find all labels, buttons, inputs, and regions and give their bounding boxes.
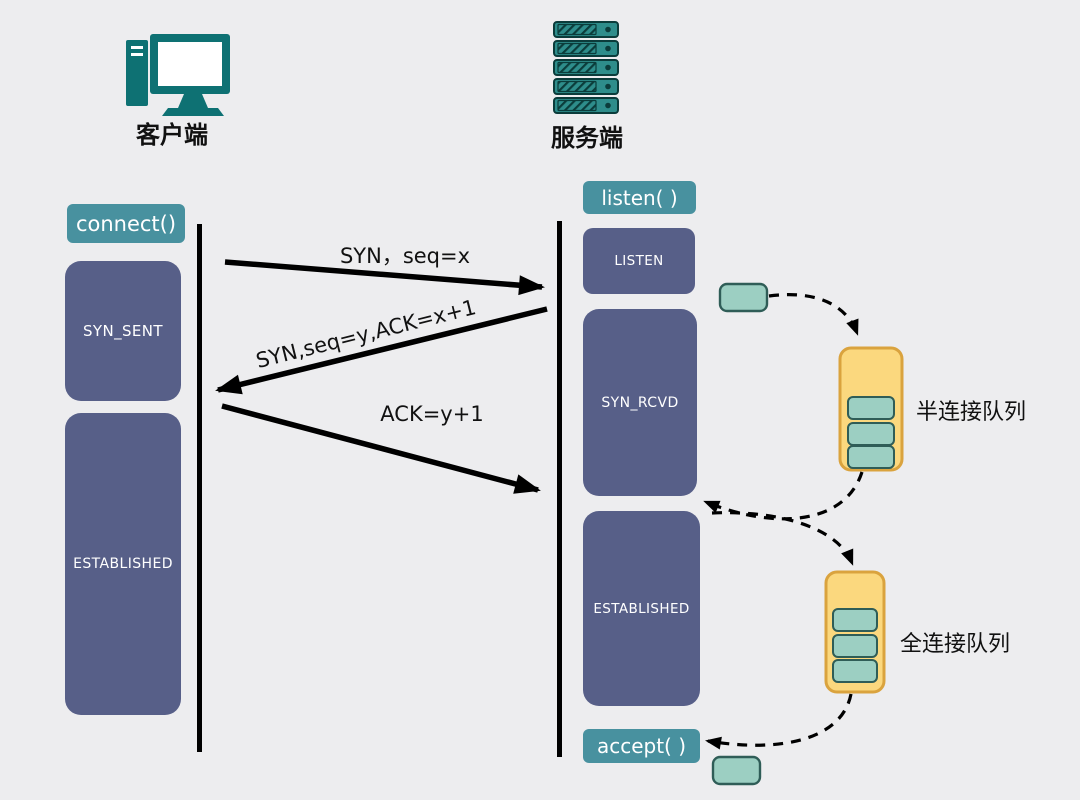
client-state-established: ESTABLISHED: [65, 413, 181, 715]
from-syn-queue-arrow: [703, 471, 864, 521]
syn-queue-entry: [847, 422, 895, 446]
connection-block-top: [718, 282, 769, 313]
syn-queue-entry: [847, 396, 895, 420]
ack-message-label: ACK=y+1: [380, 402, 484, 426]
syn-queue-container: [838, 346, 904, 472]
full-connection-queue-label: 全连接队列: [900, 632, 1011, 657]
syn-message-label: SYN，seq=x: [339, 244, 471, 268]
server-title: 服务端: [551, 124, 623, 152]
client-title: 客户端: [136, 121, 208, 149]
syn-queue-entry: [847, 445, 895, 469]
server-state-syn-rcvd: SYN_RCVD: [583, 309, 697, 496]
to-accept-arrow: [705, 693, 853, 750]
listen-call-box: listen( ): [583, 181, 696, 214]
accept-queue-entry: [832, 608, 878, 632]
server-stack-icon: [552, 20, 624, 116]
server-state-established: ESTABLISHED: [583, 511, 700, 706]
accept-queue-entry: [832, 659, 878, 683]
connect-call-box: connect(): [67, 204, 185, 243]
server-state-listen: LISTEN: [583, 228, 695, 294]
half-connection-queue-label: 半连接队列: [916, 400, 1027, 425]
connection-block-bottom: [711, 755, 762, 786]
accept-call-box: accept( ): [583, 729, 700, 763]
client-state-syn-sent: SYN_SENT: [65, 261, 181, 401]
accept-queue-entry: [832, 634, 878, 658]
to-syn-queue-arrow: [768, 293, 859, 336]
server-timeline: [557, 221, 562, 757]
syn-ack-message-label: SYN,seq=y,ACK=x+1: [253, 295, 479, 373]
accept-queue-container: [824, 570, 886, 694]
to-accept-queue-arrow: [711, 511, 854, 566]
client-timeline: [197, 224, 202, 752]
client-computer-icon: [122, 28, 234, 118]
